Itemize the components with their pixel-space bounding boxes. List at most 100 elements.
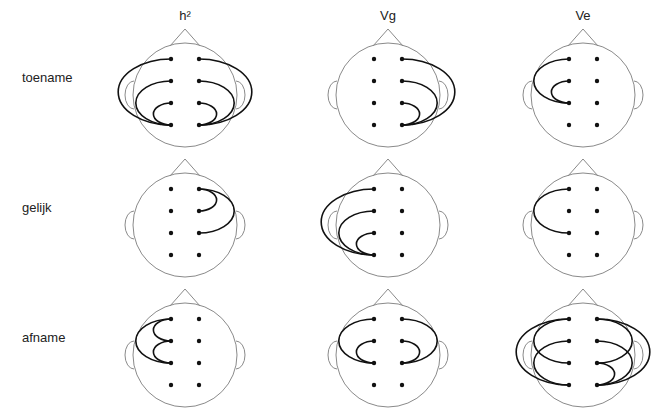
connectivity-arc <box>199 103 217 125</box>
connectivity-arc <box>597 319 650 385</box>
electrode-dot <box>372 253 376 257</box>
head-outline <box>531 43 635 147</box>
electrode-dot <box>400 101 404 105</box>
head-panel <box>118 29 252 147</box>
electrode-dot <box>197 339 201 343</box>
electrode-dot <box>169 339 173 343</box>
head-panel <box>125 159 245 277</box>
nose-outline <box>373 29 403 46</box>
row-label: afname <box>22 330 65 346</box>
electrode-dot <box>595 123 599 127</box>
electrode-dot <box>400 253 404 257</box>
connectivity-arc <box>534 319 569 363</box>
connectivity-arc <box>516 319 569 385</box>
ear-outline <box>523 81 532 109</box>
nose-outline <box>170 29 200 46</box>
electrode-dot <box>169 57 173 61</box>
connectivity-arc <box>597 319 632 363</box>
electrode-dot <box>169 79 173 83</box>
electrode-dot <box>372 361 376 365</box>
nose-outline <box>170 289 200 306</box>
electrode-dot <box>400 317 404 321</box>
head-panel <box>321 159 448 277</box>
electrode-dot <box>372 57 376 61</box>
electrode-dot <box>595 187 599 191</box>
electrode-dot <box>567 253 571 257</box>
electrode-dot <box>372 209 376 213</box>
electrode-dot <box>595 339 599 343</box>
connectivity-arc <box>551 81 569 103</box>
electrode-dot <box>567 79 571 83</box>
row-label: toename <box>22 70 73 86</box>
electrode-dot <box>169 231 173 235</box>
head-outline <box>336 43 440 147</box>
connectivity-arc <box>136 81 171 125</box>
connectivity-arc <box>153 103 171 125</box>
connectivity-arc <box>339 319 374 363</box>
electrode-dot <box>400 79 404 83</box>
electrode-dot <box>372 231 376 235</box>
electrode-dot <box>169 361 173 365</box>
connectivity-arc <box>534 59 569 103</box>
head-outline <box>531 303 635 407</box>
connectivity-arc <box>199 59 252 125</box>
connectivity-arc <box>153 341 171 363</box>
ear-outline <box>634 341 643 369</box>
head-panel <box>125 289 245 407</box>
head-outline <box>336 173 440 277</box>
electrode-dot <box>197 57 201 61</box>
head-panel <box>523 29 643 147</box>
ear-outline <box>523 341 532 369</box>
ear-outline <box>328 341 337 369</box>
electrode-dot <box>400 339 404 343</box>
connectivity-arc <box>534 189 569 233</box>
electrode-dot <box>567 57 571 61</box>
electrode-dot <box>197 231 201 235</box>
electrode-dot <box>169 101 173 105</box>
ear-outline <box>125 81 134 109</box>
nose-outline <box>568 159 598 176</box>
head-outline <box>133 303 237 407</box>
electrode-dot <box>567 339 571 343</box>
ear-outline <box>634 81 643 109</box>
connectivity-arc <box>199 81 234 125</box>
electrode-dot <box>595 57 599 61</box>
electrode-dot <box>400 123 404 127</box>
electrode-dot <box>169 317 173 321</box>
electrode-dot <box>595 231 599 235</box>
ear-outline <box>236 341 245 369</box>
column-header: h² <box>179 8 191 24</box>
ear-outline <box>236 211 245 239</box>
electrode-dot <box>372 383 376 387</box>
head-outline <box>336 303 440 407</box>
electrode-dot <box>169 383 173 387</box>
electrode-dot <box>372 339 376 343</box>
head-outline <box>133 173 237 277</box>
electrode-dot <box>197 253 201 257</box>
connectivity-arc <box>153 319 171 341</box>
connectivity-arc <box>356 341 374 363</box>
head-panel <box>328 29 455 147</box>
electrode-dot <box>400 187 404 191</box>
connectivity-arc <box>321 189 374 255</box>
nose-outline <box>373 159 403 176</box>
electrode-dot <box>372 101 376 105</box>
electrode-dot <box>197 101 201 105</box>
electrode-dot <box>372 79 376 83</box>
electrode-dot <box>197 209 201 213</box>
connectivity-arc <box>118 59 171 125</box>
ear-outline <box>439 341 448 369</box>
electrode-dot <box>567 123 571 127</box>
electrode-dot <box>567 317 571 321</box>
ear-outline <box>634 211 643 239</box>
connectivity-arc <box>136 319 171 363</box>
connectivity-arc <box>402 81 437 125</box>
electrode-dot <box>400 57 404 61</box>
head-panel <box>523 159 643 277</box>
electrode-dot <box>595 101 599 105</box>
ear-outline <box>523 211 532 239</box>
electrode-dot <box>400 231 404 235</box>
connectivity-arc <box>356 233 374 255</box>
